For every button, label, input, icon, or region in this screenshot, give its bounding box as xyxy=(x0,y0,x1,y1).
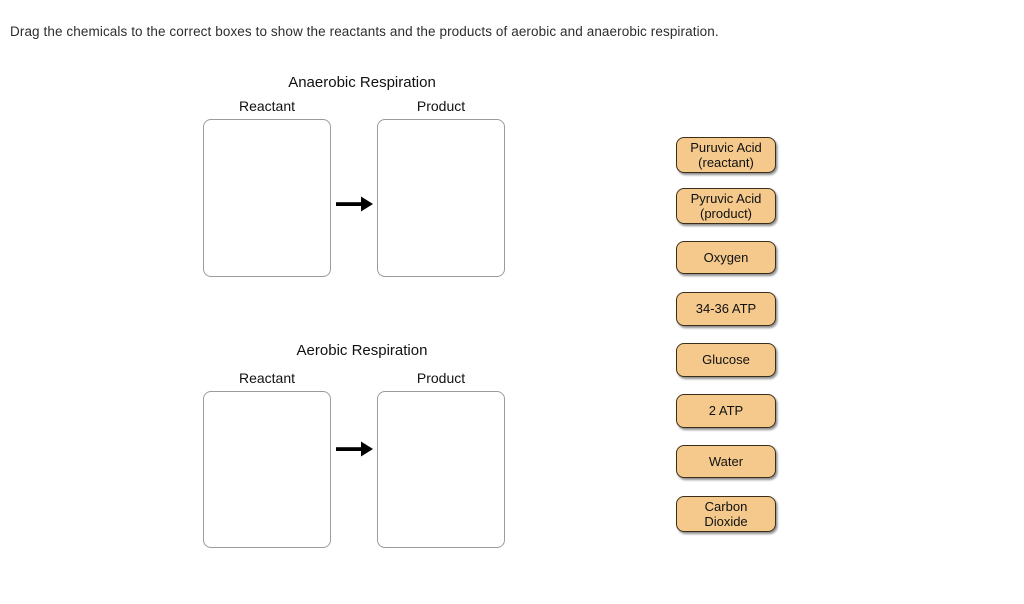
aerobic-reactant-label: Reactant xyxy=(238,370,296,386)
chip-label: Water xyxy=(708,453,744,469)
chip-label: Carbon xyxy=(704,498,748,514)
chip-label: Glucose xyxy=(702,352,750,368)
anaerobic-product-dropbox[interactable] xyxy=(377,119,505,277)
instruction-text: Drag the chemicals to the correct boxes … xyxy=(10,24,719,39)
chip-label: (product) xyxy=(699,206,753,221)
chip-2-atp[interactable]: 2 ATP xyxy=(676,394,776,428)
arrow-right-icon xyxy=(336,196,373,212)
chip-label: 2 ATP xyxy=(708,403,744,419)
aerobic-product-dropbox[interactable] xyxy=(377,391,505,548)
chip-34-36-atp[interactable]: 34-36 ATP xyxy=(676,292,776,326)
chip-water[interactable]: Water xyxy=(676,445,776,478)
chip-carbon-dioxide[interactable]: Carbon Dioxide xyxy=(676,496,776,532)
chip-pyruvic-acid-product[interactable]: Pyruvic Acid (product) xyxy=(676,188,776,224)
anaerobic-section-title: Anaerobic Respiration xyxy=(288,74,436,91)
anaerobic-reactant-label: Reactant xyxy=(238,98,296,114)
aerobic-reactant-dropbox[interactable] xyxy=(203,391,331,548)
aerobic-section-title: Aerobic Respiration xyxy=(296,342,428,359)
chip-puruvic-acid-reactant[interactable]: Puruvic Acid (reactant) xyxy=(676,137,776,173)
chip-label: Pyruvic Acid xyxy=(690,190,762,206)
chip-label: (reactant) xyxy=(698,155,754,170)
chip-label: Dioxide xyxy=(704,514,748,529)
anaerobic-product-label: Product xyxy=(416,98,466,114)
chip-label: Oxygen xyxy=(703,249,749,265)
chip-oxygen[interactable]: Oxygen xyxy=(676,241,776,274)
aerobic-product-label: Product xyxy=(416,370,466,386)
chip-label: 34-36 ATP xyxy=(695,301,757,317)
chip-label: Puruvic Acid xyxy=(690,139,762,155)
anaerobic-reactant-dropbox[interactable] xyxy=(203,119,331,277)
arrow-right-icon xyxy=(336,441,373,457)
chip-glucose[interactable]: Glucose xyxy=(676,343,776,377)
